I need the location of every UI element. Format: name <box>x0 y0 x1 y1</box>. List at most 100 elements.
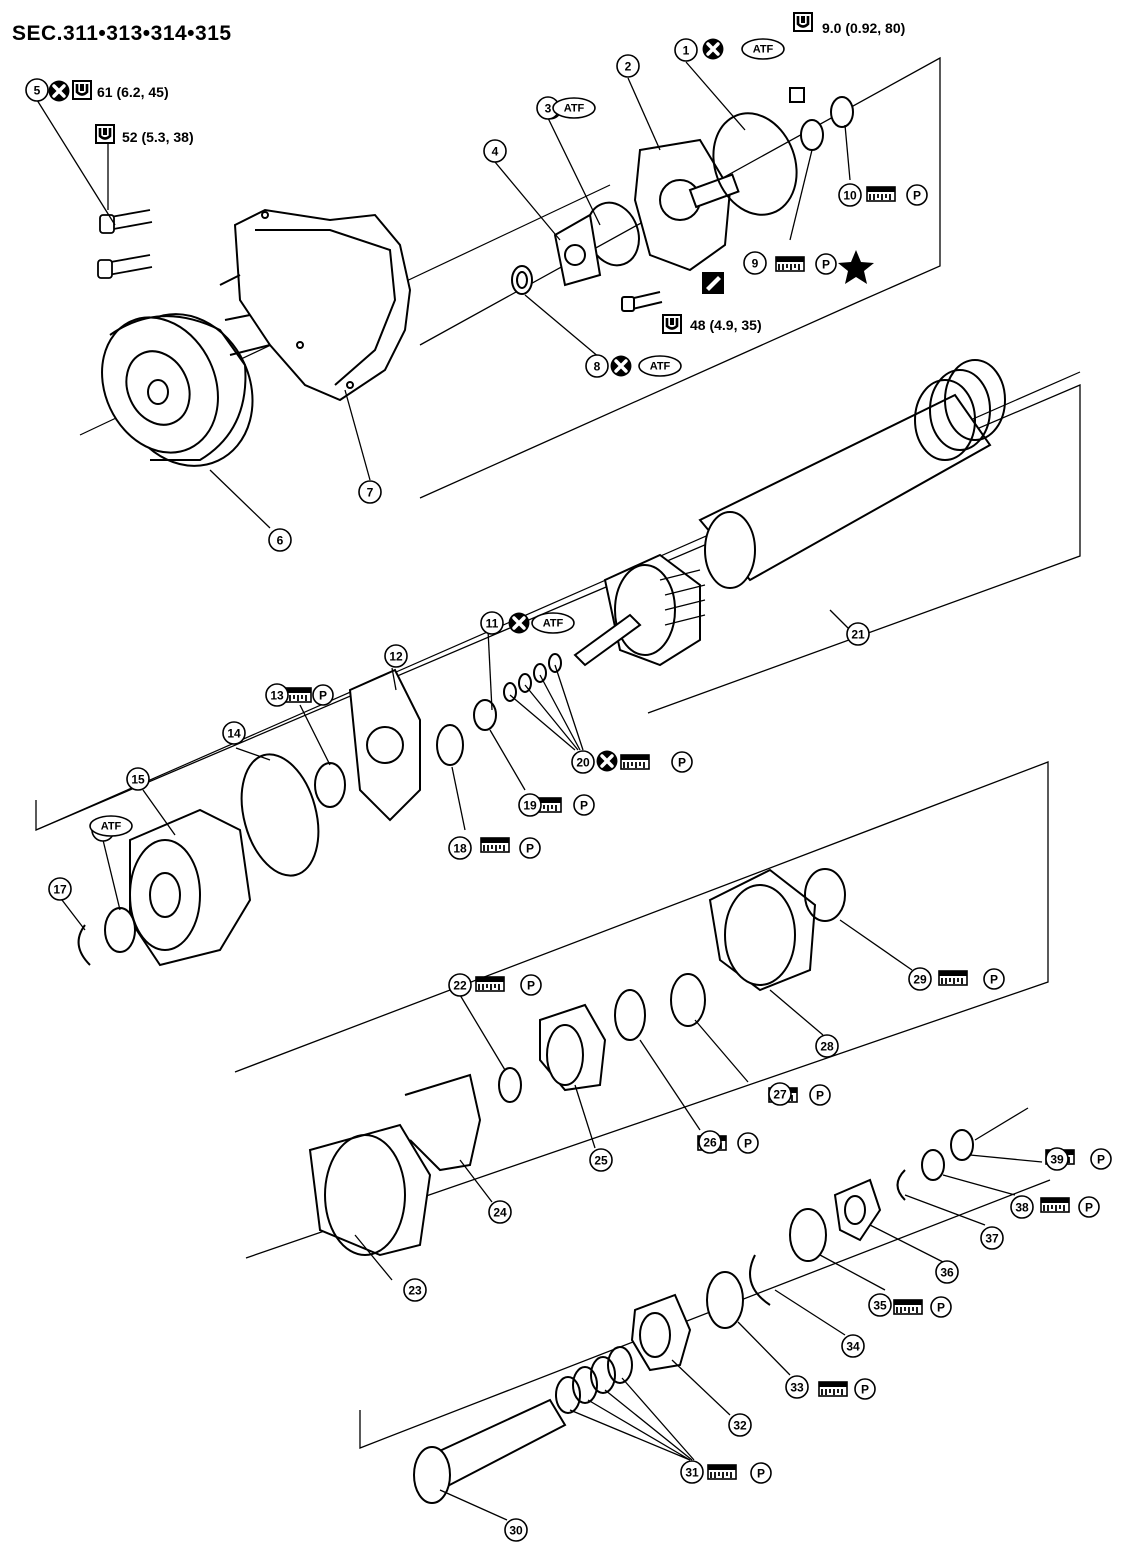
callout-number: 23 <box>408 1284 422 1298</box>
replace-x-icon <box>508 612 530 634</box>
p-badge: P <box>1078 1196 1100 1218</box>
callout-number: 35 <box>873 1299 887 1313</box>
p-badge: P <box>983 968 1005 990</box>
petroleum-jelly-icon <box>866 186 896 202</box>
callout-15: 15 <box>126 767 150 791</box>
p-badge: P <box>809 1084 831 1106</box>
callout-number: 33 <box>790 1381 804 1395</box>
p-badge: P <box>737 1132 759 1154</box>
callout-number: 2 <box>625 60 632 74</box>
p-label: P <box>678 756 686 770</box>
callout-number: 14 <box>227 727 241 741</box>
callout-22: 22 <box>448 973 472 997</box>
callout-number: 38 <box>1015 1201 1029 1215</box>
callout-7: 7 <box>358 480 382 504</box>
callout-number: 4 <box>492 145 499 159</box>
callout-24: 24 <box>488 1200 512 1224</box>
atf-label: ATF <box>564 103 585 115</box>
p-badge: P <box>671 751 693 773</box>
callout-number: 8 <box>594 360 601 374</box>
callout-number: 10 <box>843 189 857 203</box>
p-label: P <box>526 842 534 856</box>
atf-label: ATF <box>753 44 774 56</box>
callout-19: 19 <box>518 793 542 817</box>
clutch-drum-assembly <box>573 359 1006 667</box>
callout-23: 23 <box>403 1278 427 1302</box>
p-badge: P <box>815 253 837 275</box>
replace-x-icon <box>610 355 632 377</box>
torque-spec-bolt-5: 61 (6.2, 45) <box>97 84 169 100</box>
p-label: P <box>937 1301 945 1315</box>
callout-number: 1 <box>683 44 690 58</box>
atf-label: ATF <box>543 618 564 630</box>
oil-pump-assembly <box>511 87 854 312</box>
p-label: P <box>757 1467 765 1481</box>
callout-number: 30 <box>509 1524 523 1538</box>
petroleum-jelly-icon <box>620 754 650 770</box>
callout-number: 27 <box>773 1088 787 1102</box>
callout-number: 20 <box>576 756 590 770</box>
callout-number: 29 <box>913 973 927 987</box>
callout-21: 21 <box>846 622 870 646</box>
output-shaft-parts <box>413 1107 1029 1504</box>
callout-number: 19 <box>523 799 537 813</box>
torque-wrench-icon <box>662 314 682 334</box>
callout-number: 37 <box>985 1232 999 1246</box>
p-badge: P <box>1090 1148 1112 1170</box>
housing-bolts <box>97 209 153 279</box>
callout-number: 13 <box>270 689 284 703</box>
callout-6: 6 <box>268 528 292 552</box>
p-badge: P <box>312 684 334 706</box>
callout-17: 17 <box>48 877 72 901</box>
p-badge: P <box>520 974 542 996</box>
callout-number: 24 <box>493 1206 507 1220</box>
p-label: P <box>319 689 327 703</box>
callout-number: 22 <box>453 979 467 993</box>
callout-number: 31 <box>685 1466 699 1480</box>
p-label: P <box>822 258 830 272</box>
p-label: P <box>1085 1201 1093 1215</box>
callout-1: 1 <box>674 38 698 62</box>
callout-number: 12 <box>389 650 403 664</box>
petroleum-jelly-icon <box>475 976 505 992</box>
torque-spec-bolt-upper: 52 (5.3, 38) <box>122 129 194 145</box>
p-badge: P <box>519 837 541 859</box>
p-label: P <box>580 799 588 813</box>
callout-30: 30 <box>504 1518 528 1542</box>
p-label: P <box>861 1383 869 1397</box>
atf-badge: ATF <box>552 97 596 119</box>
callout-36: 36 <box>935 1260 959 1284</box>
callout-number: 7 <box>367 486 374 500</box>
callout-text-layer: 1234567891011121314151617181920212223242… <box>25 20 1112 1542</box>
callout-number: 36 <box>940 1266 954 1280</box>
atf-label: ATF <box>650 361 671 373</box>
callout-number: 9 <box>752 257 759 271</box>
p-badge: P <box>906 184 928 206</box>
callout-number: 17 <box>53 883 67 897</box>
callout-27: 27 <box>768 1082 792 1106</box>
callout-37: 37 <box>980 1226 1004 1250</box>
torque-wrench-icon <box>95 124 115 144</box>
petroleum-jelly-icon <box>938 970 968 986</box>
callout-10: 10 <box>838 183 862 207</box>
callout-number: 39 <box>1050 1153 1064 1167</box>
callout-33: 33 <box>785 1375 809 1399</box>
atf-badge: ATF <box>89 815 133 837</box>
callout-number: 21 <box>851 628 865 642</box>
p-badge: P <box>930 1296 952 1318</box>
p-badge: P <box>854 1378 876 1400</box>
torque-spec-pump-cover-bolt: 48 (4.9, 35) <box>690 317 762 333</box>
callout-34: 34 <box>841 1334 865 1358</box>
callout-25: 25 <box>589 1148 613 1172</box>
lower-section-parts <box>308 868 846 1257</box>
atf-badge: ATF <box>741 38 785 60</box>
callout-number: 28 <box>820 1040 834 1054</box>
petroleum-jelly-icon <box>893 1299 923 1315</box>
callout-13: 13 <box>265 683 289 707</box>
callout-31: 31 <box>680 1460 704 1484</box>
torque-wrench-icon <box>72 80 92 100</box>
torque-wrench-icon <box>793 12 813 32</box>
callout-number: 26 <box>703 1136 717 1150</box>
converter-housing <box>219 208 412 402</box>
callout-number: 6 <box>277 534 284 548</box>
